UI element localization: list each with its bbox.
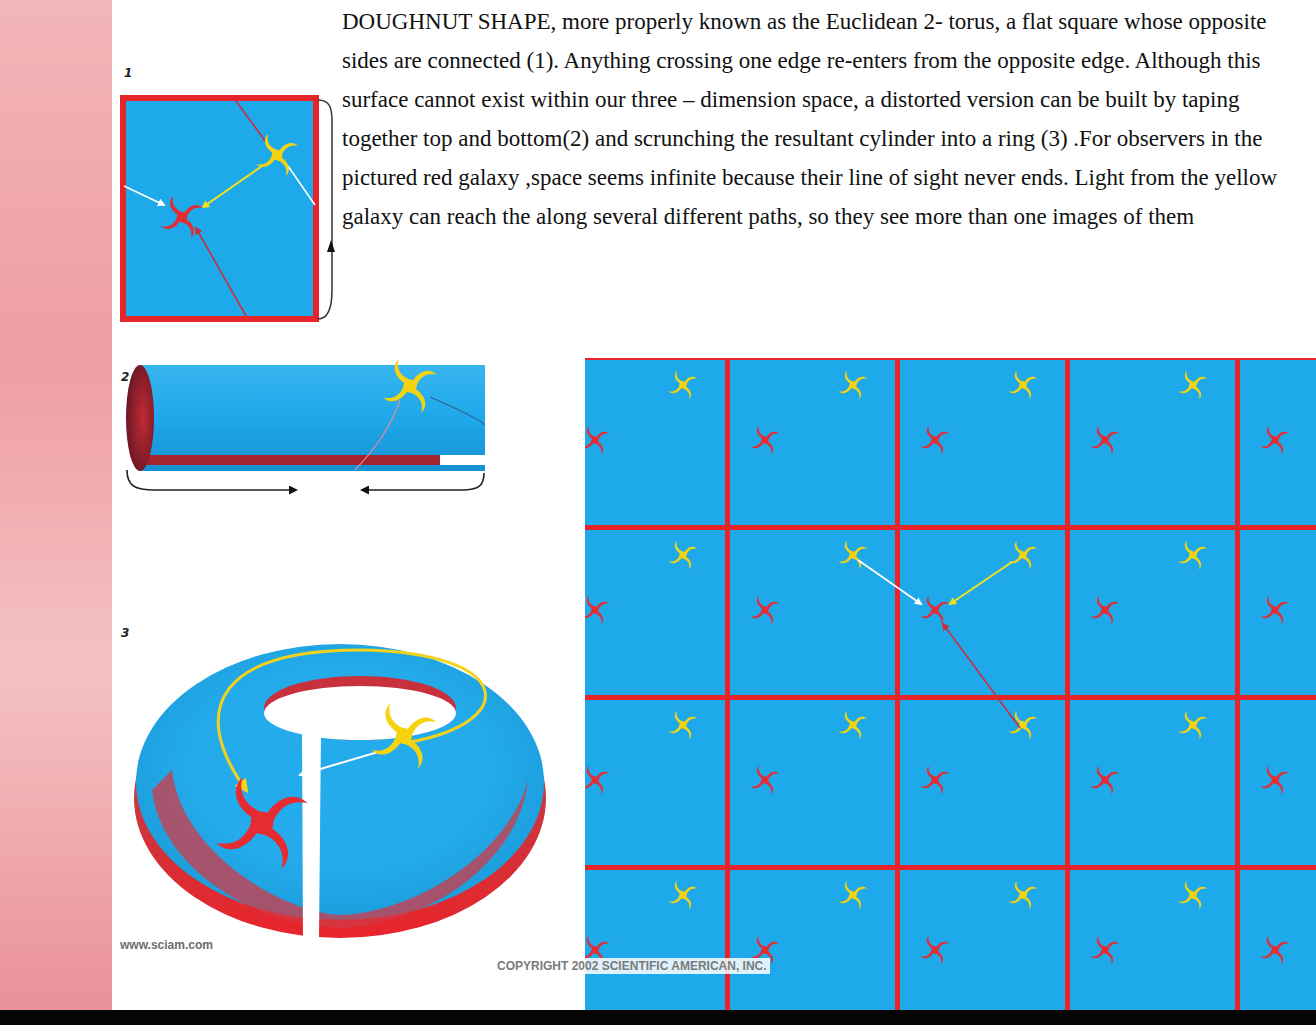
caption-text: DOUGHNUT SHAPE, more properly known as t… bbox=[342, 2, 1308, 236]
callout-number: 1 bbox=[124, 66, 132, 80]
callout-number: 2 bbox=[121, 370, 129, 384]
callout-number: 3 bbox=[121, 626, 129, 640]
website-note: www.sciam.com bbox=[120, 938, 213, 952]
black-bar bbox=[0, 1010, 1316, 1025]
copyright-watermark: COPYRIGHT 2002 SCIENTIFIC AMERICAN, INC. bbox=[494, 958, 770, 974]
